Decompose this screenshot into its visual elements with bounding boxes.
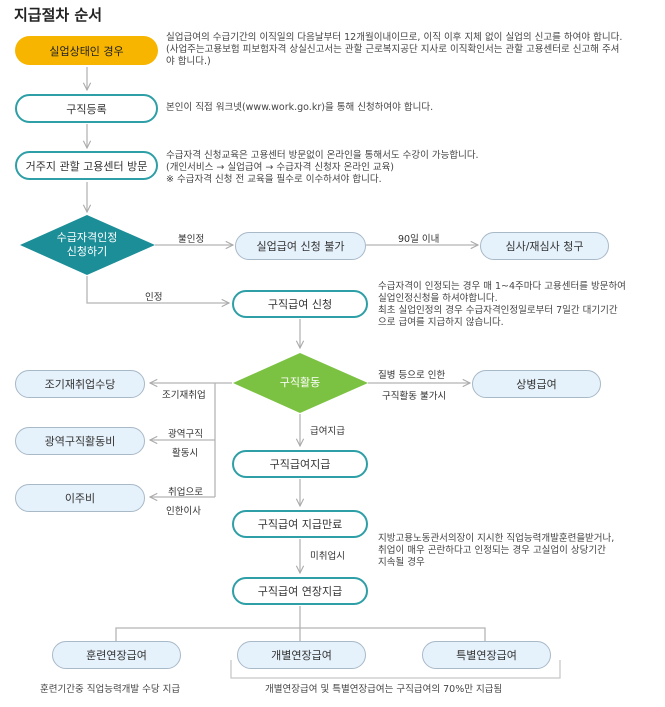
desc-apply: 수급자격이 인정되는 경우 매 1~4주마다 고용센터를 방문하여 실업인정신청… [378,281,626,329]
label-unemployed-after: 미취업시 [310,551,345,562]
desc-line: 지방고용노동관서의장이 지시한 직업능력개발훈련을받거나, [378,533,615,544]
desc-line: 수급자격이 인정되는 경우 매 1~4주마다 고용센터를 방문하여 [378,281,626,292]
desc-line: (사업주는고용보험 피보험자격 상실신고서는 관할 근로복지공단 지사로 이직확… [166,44,620,55]
desc-unemployed: 실업급여의 수급기간의 이직일의 다음날부터 12개월이내이므로, 이직 이후 … [166,32,622,68]
desc-line: 으로 급여를 지급하지 않습니다. [378,317,504,328]
step-relocation: 이주비 [15,484,145,512]
step-wide-area: 광역구직활동비 [15,427,145,455]
desc-register: 본인이 직접 워크넷(www.work.go.kr)을 통해 신청하여야 합니다… [166,102,434,113]
label-move-2: 인한이사 [166,506,201,517]
desc-visit: 수급자격 신청교육은 고용센터 방문없이 온라인을 통해서도 수강이 가능합니다… [166,150,479,186]
arrow [86,276,229,303]
step-unemployed: 실업상태인 경우 [15,36,158,65]
label-paid: 급여지급 [310,426,345,437]
qualify-line: 신청하기 [66,245,108,258]
step-expiry: 구직급여 지급만료 [232,510,368,538]
desc-line: (개인서비스 → 실업급여 → 수급자격 신청자 온라인 교육) [166,162,395,173]
desc-line: 실업인정신청을 하셔야합니다. [378,293,498,304]
label-sick-1: 질병 등으로 인한 [378,370,446,381]
label-move-1: 취업으로 [168,487,203,498]
desc-line: 실업급여의 수급기간의 이직일의 다음날부터 12개월이내이므로, 이직 이후 … [166,32,623,43]
desc-line: ※ 수급자격 신청 전 교육을 필수로 이수하셔야 합니다. [166,174,382,185]
page-title: 지급절차 순서 [14,6,103,24]
extension-note: 개별연장급여 및 특별연장급여는 구직급여의 70%만 지급됨 [265,684,503,695]
bracket [230,660,561,679]
desc-expiry: 지방고용노동관서의장이 지시한 직업능력개발훈련을받거나, 취업이 매우 곤란하… [378,533,614,569]
job-search-label: 구직활동 [279,376,321,389]
training-note: 훈련기간중 직업능력개발 수당 지급 [40,684,181,695]
label-wide-1: 광역구직 [168,429,203,440]
step-sickness: 상병급여 [472,370,601,398]
step-apply: 구직급여 신청 [232,290,368,318]
step-visit: 거주지 관할 고용센터 방문 [15,151,158,180]
desc-line: 최초 실업인정의 경우 수급자격인정일로부터 7일간 대기기간 [378,305,618,316]
desc-line: 야 합니다.) [166,56,211,67]
step-early-reemploy: 조기재취업수당 [15,370,145,398]
step-special-extension: 특별연장급여 [422,641,551,669]
label-wide-2: 활동시 [172,448,199,459]
label-rejected: 불인정 [178,234,205,245]
step-extension: 구직급여 연장지급 [232,577,368,605]
step-individual-extension: 개별연장급여 [237,641,366,669]
qualify-label: 수급자격인정 신청하기 [37,231,137,259]
step-not-possible: 실업급여 신청 불가 [235,232,366,260]
label-early: 조기재취업 [162,390,206,401]
step-training-extension: 훈련연장급여 [52,641,181,669]
step-payment: 구직급여지급 [232,450,368,478]
qualify-line: 수급자격인정 [56,231,118,244]
label-approved: 인정 [145,292,163,303]
job-search-diamond [233,353,368,413]
step-review: 심사/재심사 청구 [480,232,609,260]
desc-line: 지속될 경우 [378,557,425,568]
desc-line: 수급자격 신청교육은 고용센터 방문없이 온라인을 통해서도 수강이 가능합니다… [166,150,479,161]
label-sick-2: 구직활동 불가시 [382,391,447,402]
qualify-diamond [20,215,155,275]
desc-line: 취업이 매우 곤란하다고 인정되는 경우 고실업이 상당기간 [378,545,606,556]
step-register: 구직등록 [15,94,158,123]
label-within-90: 90일 이내 [398,234,440,245]
